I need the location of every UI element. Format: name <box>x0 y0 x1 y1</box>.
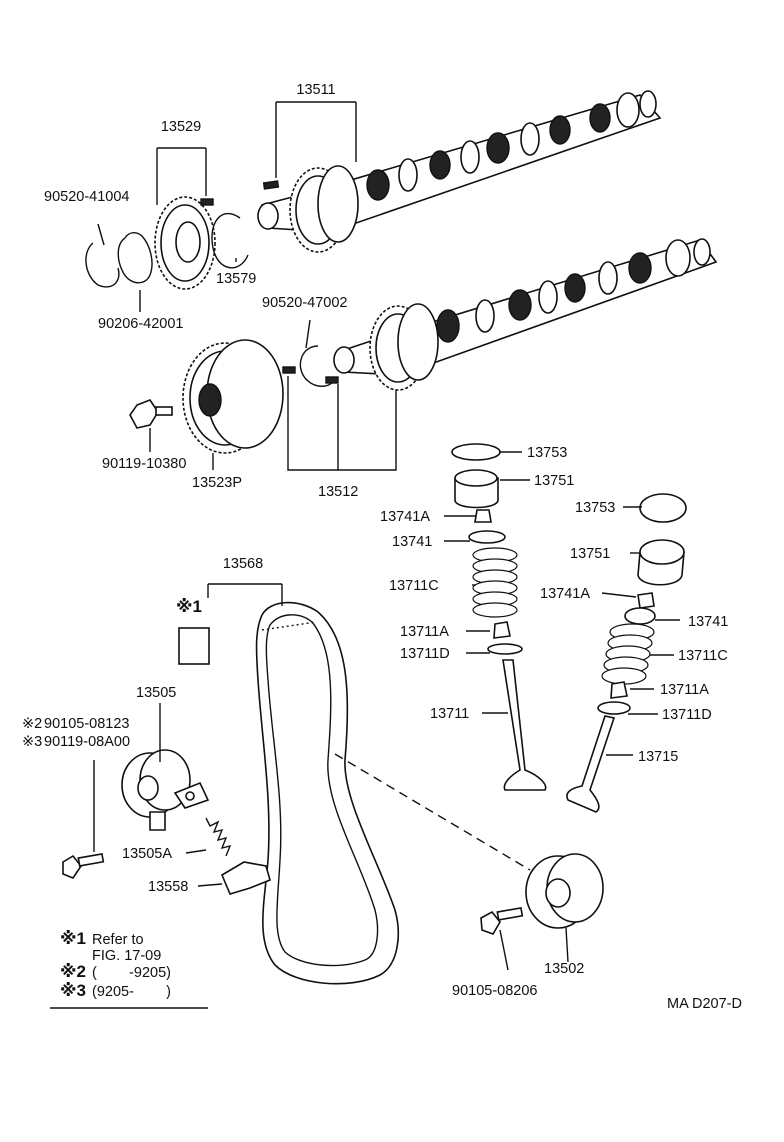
spring-13711C-b <box>601 623 655 685</box>
upper-camshaft-pin <box>262 180 280 190</box>
leader-lines <box>93 101 680 971</box>
lifter-13751-b <box>637 539 685 586</box>
label-13505A: 13505A <box>122 846 172 862</box>
snap-ring-90520-47002 <box>299 345 336 387</box>
retainer-13741-a <box>468 530 506 544</box>
label-90105-08206: 90105-08206 <box>452 983 537 999</box>
label-13741A-b: 13741A <box>540 586 590 602</box>
seal-13711A-b <box>610 681 628 699</box>
label-13751-a: 13751 <box>534 473 574 489</box>
bolt-90119-10380 <box>129 399 173 429</box>
tensioner-13505 <box>121 749 210 831</box>
notes-legend: ※1 Refer to FIG. 17-09 ※2 ( -9205) ※3 (9… <box>50 929 208 1009</box>
marker-3: ※3 <box>22 734 42 750</box>
shim-13753-a <box>451 443 501 461</box>
label-13711C-b: 13711C <box>678 648 728 664</box>
label-13741A-a: 13741A <box>380 509 430 525</box>
label-13753-b: 13753 <box>575 500 615 516</box>
upper-camshaft-gear <box>289 165 359 253</box>
note-1-mark: ※1 <box>60 929 86 948</box>
label-13711D-b: 13711D <box>662 707 712 723</box>
marker-2: ※2 <box>22 716 42 732</box>
label-13511: 13511 <box>296 82 335 98</box>
alignment-dash-line <box>334 753 531 871</box>
label-13505: 13505 <box>136 685 176 701</box>
seal-13711A-a <box>493 621 511 639</box>
part-labels: 13511 13529 90520-41004 13579 90206-4200… <box>22 82 728 999</box>
label-13579: 13579 <box>216 271 256 287</box>
lower-camshaft-pin-2 <box>325 376 339 384</box>
label-13741-a: 13741 <box>392 534 432 550</box>
idler-13502 <box>525 853 604 929</box>
ref-square <box>178 627 210 665</box>
gear-13529 <box>154 196 216 290</box>
valve-13711 <box>502 659 547 791</box>
label-13512: 13512 <box>318 484 358 500</box>
label-90520-41004: 90520-41004 <box>44 189 129 205</box>
label-13502: 13502 <box>544 961 584 977</box>
label-90105-08123: 90105-08123 <box>44 716 129 732</box>
spring-13505A <box>205 817 232 857</box>
seat-13711D-b <box>597 701 631 715</box>
label-13751-b: 13751 <box>570 546 610 562</box>
label-90119-08A00: 90119-08A00 <box>44 734 130 750</box>
bolt-90105-08206 <box>480 906 524 935</box>
keeper-13741A-b <box>637 592 655 609</box>
label-13558: 13558 <box>148 879 188 895</box>
note-2-mark: ※2 <box>60 962 86 981</box>
note-1-line-2: FIG. 17-09 <box>92 948 161 964</box>
valve-13715 <box>566 715 616 813</box>
note-1-line-1: Refer to <box>92 932 144 948</box>
label-90119-10380: 90119-10380 <box>102 456 186 472</box>
seat-13711D-a <box>487 643 523 655</box>
label-13715: 13715 <box>638 749 678 765</box>
bracket-13558 <box>220 861 271 895</box>
snap-ring-13579 <box>211 212 249 269</box>
lifter-13751-a <box>454 469 499 509</box>
timing-pulley-13523P <box>182 339 284 454</box>
wave-washer-90206-42001 <box>117 231 153 284</box>
label-13753-a: 13753 <box>527 445 567 461</box>
spring-13711C-a <box>472 547 518 618</box>
label-13741-b: 13741 <box>688 614 728 630</box>
label-90520-47002: 90520-47002 <box>262 295 347 311</box>
label-13529: 13529 <box>161 119 201 135</box>
snap-ring-90520-41004 <box>85 242 120 288</box>
shim-13753-b <box>639 493 687 523</box>
lower-camshaft-gear <box>369 303 439 391</box>
retainer-13741-b <box>624 607 656 625</box>
keeper-13741A-a <box>474 509 492 523</box>
lower-camshaft-pin-1 <box>282 366 296 374</box>
figure-code: MA D207-D <box>667 996 742 1012</box>
note-3-mark: ※3 <box>60 981 86 1000</box>
marker-1: ※1 <box>176 597 202 616</box>
upper-camshaft <box>257 90 662 233</box>
note-2-text: ( -9205) <box>92 965 171 981</box>
timing-belt-13568 <box>255 601 400 985</box>
label-13711: 13711 <box>430 706 469 722</box>
label-90206-42001: 90206-42001 <box>98 316 183 332</box>
bolt-90105-08123 <box>62 852 105 879</box>
note-3-text: (9205- ) <box>92 984 171 1000</box>
label-13568: 13568 <box>223 556 263 572</box>
label-13711A-a: 13711A <box>400 624 449 640</box>
label-13711D-a: 13711D <box>400 646 450 662</box>
label-13711A-b: 13711A <box>660 682 709 698</box>
label-13523P: 13523P <box>192 475 242 491</box>
label-13711C-a: 13711C <box>389 578 439 594</box>
